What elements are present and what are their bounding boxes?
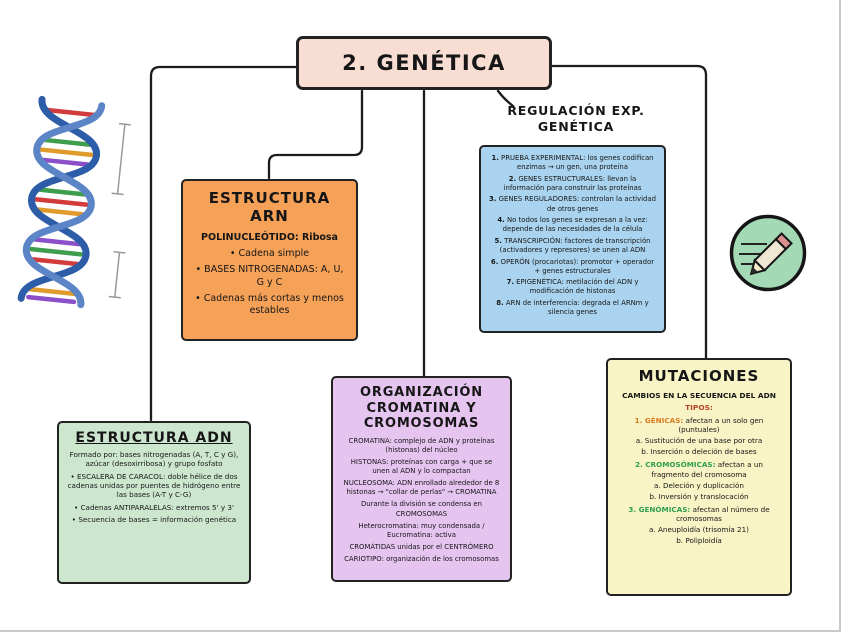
cromatina-line: Durante la división se condensa en CROMO… [360, 500, 483, 518]
mutation-type: 2. CROMOSÓMICAS: afectan a un fragmento … [617, 460, 781, 479]
cromatina-line: CROMÁTIDAS unidas por el CENTRÓMERO [349, 542, 494, 551]
mutaciones-box-title: MUTACIONES [638, 367, 760, 385]
mutaciones-tipos-label: TIPOS: [685, 403, 713, 412]
mindmap-title-box: 2. GENÉTICA [296, 36, 552, 90]
connector-arn [267, 89, 364, 180]
cromatina-line: CARIOTIPO: organización de los cromosoma… [344, 554, 499, 563]
mutation-type-text: afectan al número de cromosomas [676, 504, 770, 524]
regulacion-heading-line1: REGULACIÓN EXP. [507, 103, 645, 118]
cromatina-title-line: ORGANIZACIÓN [360, 385, 483, 400]
adn-bullet: Secuencia de bases = información genétic… [67, 515, 241, 524]
regulacion-line: 6. OPERÓN (procariotas): promotor + oper… [490, 257, 655, 275]
adn-box-title: ESTRUCTURA ADN [75, 430, 233, 446]
mutation-sub: b. Inserción o deleción de bases [641, 447, 757, 457]
cromatina-title-line: CROMATINA Y [366, 400, 477, 416]
mutation-sub: b. Inversión y translocación [649, 491, 749, 501]
adn-box: ESTRUCTURA ADN Formado por: bases nitrog… [57, 421, 251, 584]
arn-bullet: BASES NITROGENADAS: A, U, G y C [191, 264, 348, 289]
mutation-type-text: afectan a un fragmento del cromosoma [651, 460, 763, 479]
regulacion-heading: REGULACIÓN EXP. GENÉTICA [492, 103, 660, 134]
cromatina-box-title: ORGANIZACIÓN CROMATINA Y CROMOSOMAS [341, 385, 502, 432]
mutaciones-box: MUTACIONES CAMBIOS EN LA SECUENCIA DEL A… [606, 358, 792, 596]
page-title: 2. GENÉTICA [342, 51, 506, 75]
dna-strand-left [17, 95, 100, 302]
arn-bullet: Cadenas más cortas y menos estables [191, 293, 348, 318]
mutation-sub: b. Poliploidía [676, 535, 722, 545]
mutation-type-label: 2. CROMOSÓMICAS: [635, 460, 716, 470]
dna-base-pairs [24, 107, 98, 305]
regulacion-line: 7. EPIGENÉTICA: metilación del ADN y mod… [506, 278, 639, 296]
arn-box-title: ESTRUCTURA ARN [208, 189, 331, 225]
regulacion-line: 4. No todos los genes se expresan a la v… [497, 216, 648, 234]
mutation-sub: a. Sustitución de una base por otra [635, 436, 763, 446]
adn-bullet: Cadenas ANTIPARALELAS: extremos 5' y 3' [67, 503, 241, 512]
arn-bullet: Cadena simple [191, 248, 348, 260]
regulacion-line: 8. ARN de interferencia: degrada el ARNm… [496, 299, 649, 317]
cromatina-box: ORGANIZACIÓN CROMATINA Y CROMOSOMAS CROM… [331, 376, 512, 582]
arn-intro: POLINUCLEÓTIDO: Ribosa [201, 232, 338, 243]
mutation-sub: a. Deleción y duplicación [653, 480, 744, 490]
mutation-type: 3. GENÓMICAS: afectan al número de cromo… [617, 505, 781, 524]
mutation-type-text: afectan a un solo gen (puntuales) [678, 416, 764, 435]
regulacion-line: 2. GENES ESTRUCTURALES: llevan la inform… [503, 174, 642, 192]
mutation-type-label: 1. GÉNICAS: [634, 416, 684, 425]
adn-intro: Formado por: bases nitrogenadas (A, T, C… [69, 450, 239, 469]
regulacion-line: 3. GENES REGULADORES: controlan la activ… [489, 195, 656, 213]
cromatina-line: HISTONAS: proteínas con carga + que se u… [350, 458, 493, 476]
arn-box: ESTRUCTURA ARN POLINUCLEÓTIDO: Ribosa Ca… [181, 179, 358, 341]
regulacion-box: 1. PRUEBA EXPERIMENTAL: los genes codifi… [479, 145, 666, 333]
mutation-type-label: 3. GENÓMICAS: [628, 504, 691, 514]
regulacion-line: 1. PRUEBA EXPERIMENTAL: los genes codifi… [491, 154, 654, 172]
dna-strand-right [22, 102, 106, 309]
mutation-sub: a. Aneuploidía (trisomía 21) [649, 525, 749, 535]
regulacion-line: 5. TRANSCRIPCIÓN: factores de transcripc… [494, 236, 651, 254]
dna-measure-bracket [108, 122, 131, 299]
cromatina-line: NUCLEOSOMA: ADN enrollado alrededor de 8… [343, 479, 500, 497]
cromatina-line: CROMATINA: complejo de ADN y proteínas (… [348, 436, 495, 454]
pencil-icon [727, 212, 809, 298]
dna-helix-illustration [6, 95, 181, 325]
mutaciones-intro: CAMBIOS EN LA SECUENCIA DEL ADN [622, 391, 776, 400]
cromatina-line: Heterocromatina: muy condensada / Eucrom… [358, 521, 485, 539]
cromatina-title-line: CROMOSOMAS [363, 416, 480, 432]
pencil-glyph [749, 232, 793, 276]
regulacion-heading-line2: GENÉTICA [537, 118, 615, 134]
adn-bullet: ESCALERA DE CARACOL: doble hélice de dos… [67, 472, 241, 500]
mutation-type: 1. GÉNICAS: afectan a un solo gen (puntu… [617, 416, 781, 435]
